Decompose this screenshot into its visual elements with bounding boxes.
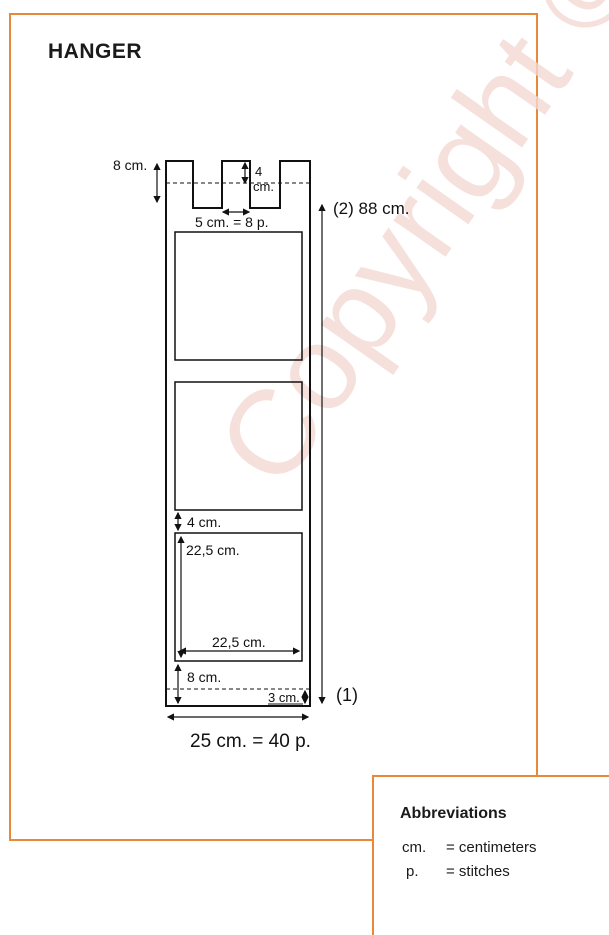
total-length-label: (2) 88 cm. — [333, 199, 410, 218]
abbreviation-row: p. = stitches — [402, 863, 510, 880]
square-top — [174, 231, 303, 361]
abbreviation-meaning: = stitches — [446, 863, 510, 880]
marker-start-label: (1) — [336, 685, 358, 705]
tab-depth-unit: cm. — [253, 179, 274, 194]
page-frame — [9, 13, 538, 841]
square-gap-label: 4 cm. — [187, 514, 221, 530]
total-width-label: 25 cm. = 40 p. — [190, 731, 311, 752]
square-height-label: 22,5 cm. — [186, 542, 240, 558]
bottom-height-label: 8 cm. — [187, 669, 221, 685]
square-width-label: 22,5 cm. — [212, 634, 266, 650]
abbreviation-row: cm. = centimeters — [402, 839, 536, 856]
square-middle — [174, 381, 303, 511]
abbreviations-panel: Abbreviations cm. = centimeters p. = stitc… — [372, 775, 609, 935]
hem-label: 3 cm. — [268, 690, 300, 705]
abbreviations-title: Abbreviations — [400, 805, 507, 822]
page-title: HANGER — [48, 40, 143, 63]
tab-width-label: 5 cm. = 8 p. — [195, 214, 269, 230]
square-bottom — [174, 532, 303, 662]
tab-depth-number: 4 — [255, 164, 262, 179]
tab-height-label: 8 cm. — [113, 157, 147, 173]
abbreviation-code: p. — [406, 863, 419, 880]
abbreviation-code: cm. — [402, 839, 427, 856]
abbreviation-meaning: = centimeters — [446, 839, 537, 856]
hanger-outline — [165, 160, 311, 707]
